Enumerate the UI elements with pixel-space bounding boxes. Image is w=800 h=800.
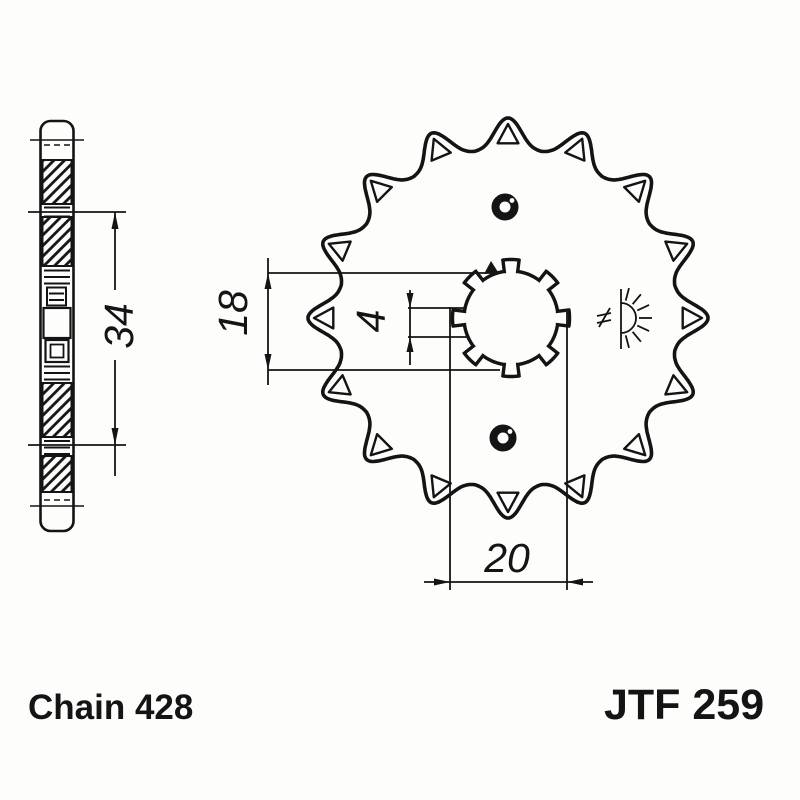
spline-key-marker: [484, 261, 498, 274]
dimension-20: 20: [424, 307, 593, 590]
dimension-18: 18: [210, 258, 500, 385]
bottom-hole-notch: [507, 429, 513, 434]
hatch-block: [41, 216, 73, 267]
dimension-20-text: 20: [483, 535, 530, 581]
pin-block: [46, 286, 67, 307]
roller-stripes: [44, 206, 70, 455]
top-lightening-hole: [491, 193, 519, 221]
arrow-left: [567, 578, 583, 586]
dimension-18-text: 18: [210, 290, 256, 336]
arrow-right: [434, 578, 450, 586]
arrow-up: [406, 337, 414, 352]
dimension-4: 4: [348, 290, 468, 365]
side-view-chain-section: [30, 119, 84, 533]
hatch-block: [41, 159, 73, 205]
side-view-outline: [39, 119, 75, 533]
dimension-4-text: 4: [348, 310, 394, 333]
dimension-34-text: 34: [96, 303, 142, 349]
dimension-34: 34: [28, 211, 142, 476]
arrow-up: [264, 273, 272, 289]
tooth-chamfer-triangles: [312, 122, 704, 514]
arrow-down: [264, 354, 272, 370]
bottom-lightening-hole: [489, 424, 517, 452]
part-number-label: JTF 259: [604, 681, 764, 729]
center-spline-hole: [450, 257, 572, 379]
hatch-block: [41, 455, 73, 493]
arrow-down: [111, 428, 119, 445]
chain-size-label: Chain 428: [28, 688, 193, 727]
arrow-down: [406, 293, 414, 308]
front-view-sprocket: [306, 116, 710, 520]
pin-block: [44, 338, 70, 364]
pin-inner: [49, 343, 65, 359]
hatch-block: [41, 382, 73, 438]
arrow-up: [111, 212, 119, 229]
tooth-chamfer-marks: [312, 122, 704, 514]
not-equal-mark: [596, 307, 612, 328]
top-hole-notch: [509, 198, 515, 203]
surface-finish-icon: [596, 287, 652, 349]
bush-block: [42, 306, 72, 340]
